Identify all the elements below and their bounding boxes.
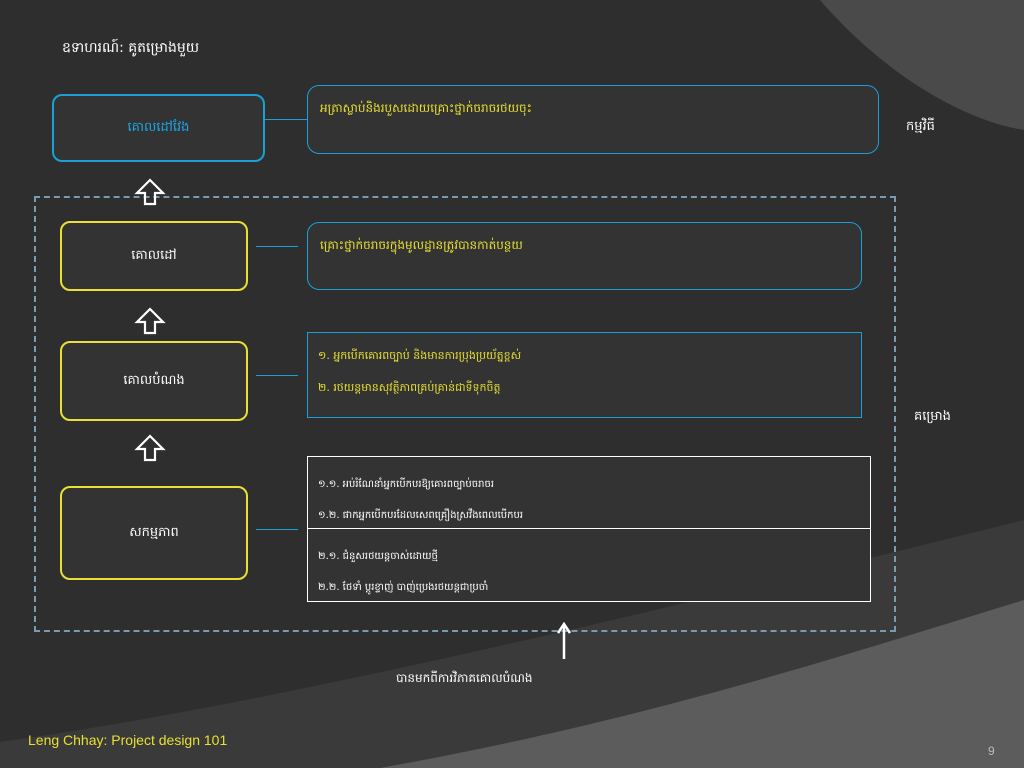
output-label: គោលបំណង bbox=[123, 372, 185, 388]
project-scope-dashed-frame bbox=[34, 196, 896, 632]
purpose-description-box: គ្រោះថ្នាក់ចរាចរក្នុងមូលដ្ឋានត្រូវបានកាត… bbox=[307, 222, 862, 290]
source-note: បានមកពីការវិភាគគោលបំណង bbox=[396, 671, 533, 685]
connector-line bbox=[256, 246, 298, 247]
activities-box: សកម្មភាព bbox=[60, 486, 248, 580]
outputs-description-box: ១. អ្នកបើកគោរពច្បាប់ និងមានការប្រុងប្រយ័… bbox=[307, 332, 862, 418]
activity-item: ១.១. អប់រំណែនាំអ្នកបើកបរឱ្យគោរពច្បាប់ចរា… bbox=[318, 479, 494, 490]
slide-title: ឧទាហរណ៍: គូតម្រោងមួយ bbox=[62, 40, 200, 56]
goal-box: គោលដៅវែង bbox=[52, 94, 265, 162]
output-box: គោលបំណង bbox=[60, 341, 248, 421]
program-label: កម្មវិធី bbox=[906, 119, 935, 134]
connector-line bbox=[256, 375, 298, 376]
goal-label: គោលដៅវែង bbox=[127, 119, 190, 135]
activities-label: សកម្មភាព bbox=[129, 524, 179, 540]
connector-line bbox=[265, 119, 307, 120]
goal-description: អត្រាស្លាប់និងរបួសដោយគ្រោះថ្នាក់ចរាចរថយច… bbox=[320, 101, 532, 115]
activity-item: ១.២. ផាកអ្នកបើកបរដែលសេពគ្រឿងស្រវឹងពេលបើក… bbox=[318, 510, 523, 521]
project-label: គម្រោង bbox=[914, 409, 951, 424]
activities-group-2-box: ២.១. ជំនួសរថយន្តចាស់ដោយថ្មី ២.២. ថែទាំ ប… bbox=[307, 528, 871, 602]
goal-description-box: អត្រាស្លាប់និងរបួសដោយគ្រោះថ្នាក់ចរាចរថយច… bbox=[307, 85, 879, 154]
purpose-box: គោលដៅ bbox=[60, 221, 248, 291]
up-arrow-line-icon bbox=[556, 622, 572, 659]
activity-item: ២.១. ជំនួសរថយន្តចាស់ដោយថ្មី bbox=[318, 551, 438, 562]
page-number: 9 bbox=[988, 744, 995, 758]
purpose-label: គោលដៅ bbox=[131, 247, 177, 263]
up-arrow-outline-icon bbox=[134, 307, 166, 335]
up-arrow-outline-icon bbox=[134, 178, 166, 206]
footer-text: Leng Chhay: Project design 101 bbox=[28, 732, 228, 748]
activities-group-1-box: ១.១. អប់រំណែនាំអ្នកបើកបរឱ្យគោរពច្បាប់ចរា… bbox=[307, 456, 871, 529]
output-item: ១. អ្នកបើកគោរពច្បាប់ និងមានការប្រុងប្រយ័… bbox=[318, 349, 522, 362]
output-item: ២. រថយន្តមានសុវត្ថិភាពគ្រប់គ្រាន់ជាទីទុក… bbox=[318, 381, 501, 394]
connector-line bbox=[256, 529, 298, 530]
up-arrow-outline-icon bbox=[134, 434, 166, 462]
activity-item: ២.២. ថែទាំ ប្តូរខ្ទាញ់ បាញ់ប្រេងរថយន្តជា… bbox=[318, 582, 489, 593]
purpose-description: គ្រោះថ្នាក់ចរាចរក្នុងមូលដ្ឋានត្រូវបានកាត… bbox=[320, 238, 523, 252]
